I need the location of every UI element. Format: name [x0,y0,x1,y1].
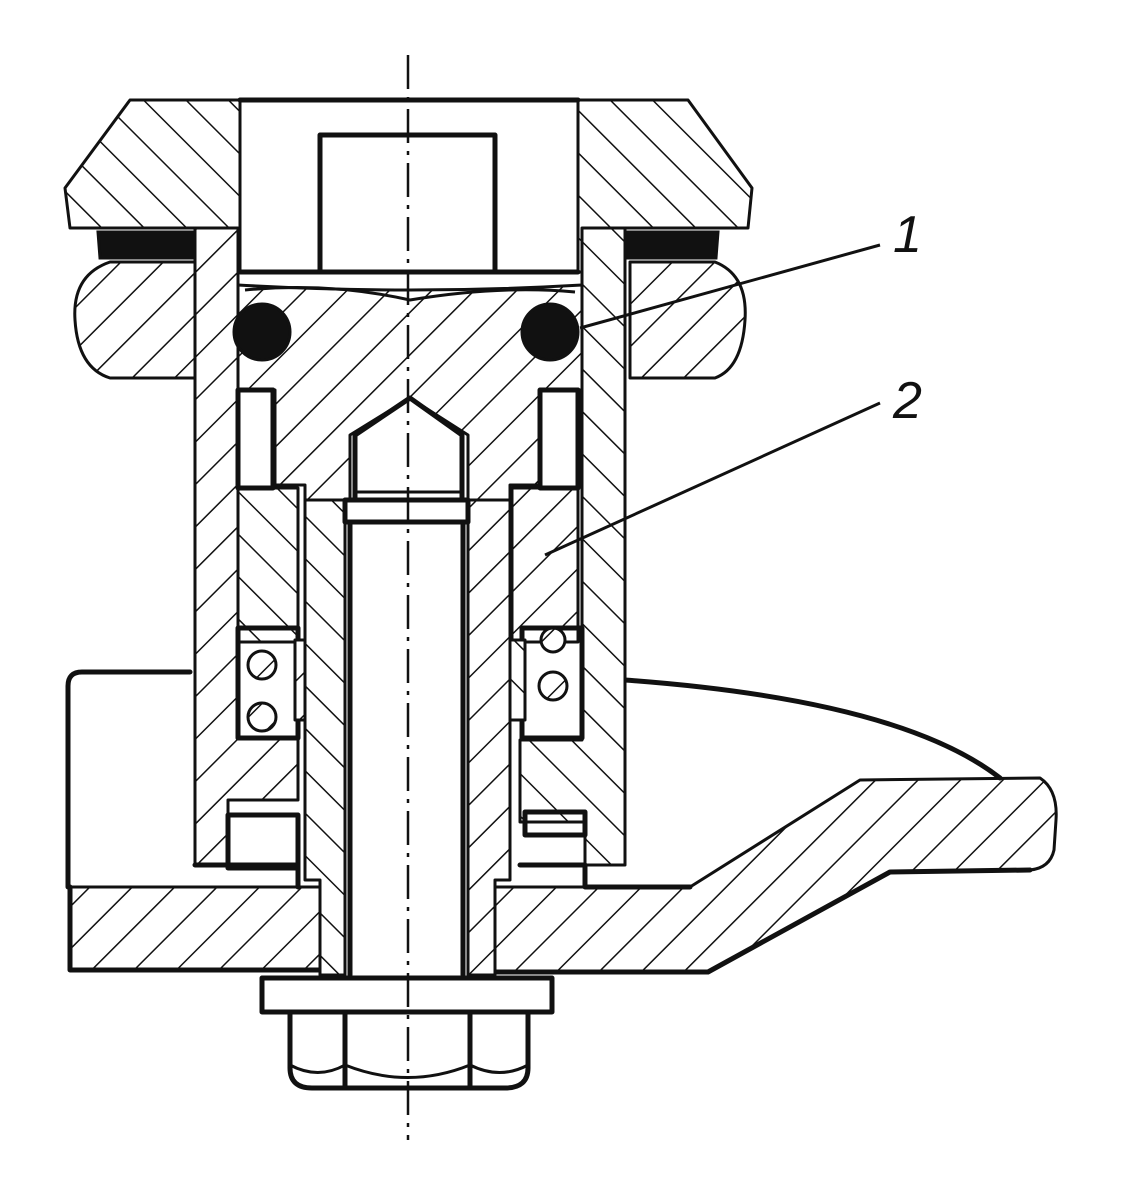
springs [235,625,585,741]
central-tube [303,498,512,977]
guide-sleeves [235,387,581,644]
callout-label-1: 1 [893,206,922,264]
housing-walls [192,226,693,890]
piston [236,283,584,502]
o-rings [232,302,580,362]
base-flange [67,776,1058,975]
leader-lines [544,243,881,557]
callout-label-2: 2 [892,372,922,430]
bolt [342,395,471,978]
housing-outline [65,669,1003,890]
